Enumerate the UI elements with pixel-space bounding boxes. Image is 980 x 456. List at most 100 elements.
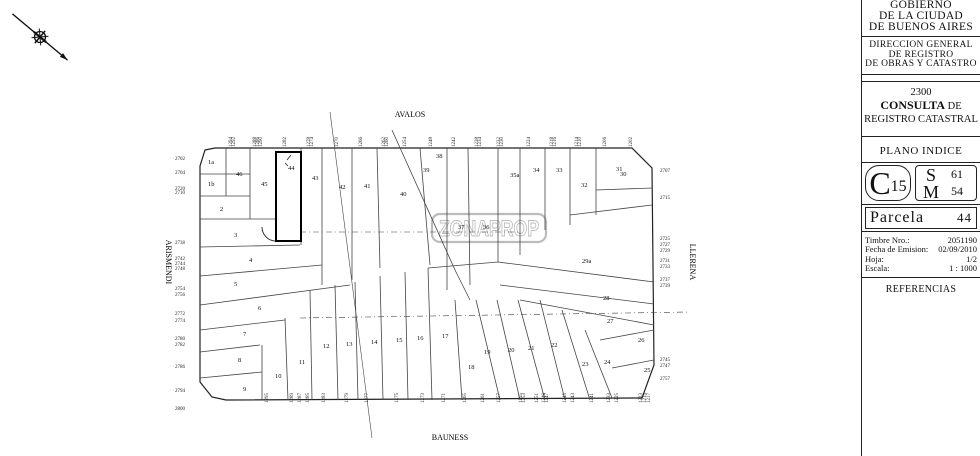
door-number: 1249 <box>542 393 547 404</box>
door-number: 2780 <box>175 337 186 342</box>
door-number: 2733 <box>660 265 671 270</box>
door-number: 1232 <box>497 137 502 148</box>
lot-number-30: 30 <box>620 171 627 178</box>
lot-number-21: 21 <box>528 345 535 352</box>
door-number: 1210 <box>578 137 583 148</box>
lot-number-44: 44 <box>288 165 295 172</box>
door-number: 1282 <box>283 137 288 148</box>
gov-line: DE LA CIUDAD <box>878 10 964 22</box>
door-number: 1285 <box>306 393 311 404</box>
street-bottom: BAUNESS <box>432 433 468 442</box>
lot-number-39: 39 <box>423 167 430 174</box>
door-number: 2727 <box>660 243 671 248</box>
lot-number-25: 25 <box>644 367 651 374</box>
dir-line: DIRECCION GENERAL <box>869 40 973 50</box>
lot-number-32: 32 <box>581 182 588 189</box>
block-outline <box>199 147 655 401</box>
meta-row: Timbre Nro.:2051190 <box>865 234 977 246</box>
door-number: 2737 <box>660 278 671 283</box>
title-block: GOBIERNO DE LA CIUDAD DE BUENOS AIRES DI… <box>861 0 980 456</box>
consulta-de: DE <box>947 100 962 112</box>
watermark: ZONAPROP <box>430 212 548 244</box>
door-number: 1278 <box>307 137 312 148</box>
lot-number-28: 28 <box>603 295 610 302</box>
door-number: 1251 <box>535 393 540 404</box>
lot-number-3: 3 <box>234 232 237 239</box>
door-number: 2738 <box>175 241 186 246</box>
lot-number-14: 14 <box>371 339 378 346</box>
door-number: 1206 <box>603 137 608 148</box>
parcela-label: Parcela <box>870 208 925 226</box>
door-number: 1290 <box>259 137 264 148</box>
door-number: 1271 <box>442 393 447 404</box>
gov-line: DE BUENOS AIRES <box>868 21 974 33</box>
lot-number-13: 13 <box>346 341 353 348</box>
lot-number-24: 24 <box>604 359 611 366</box>
door-number: 1230 <box>500 137 505 148</box>
lot-number-22: 22 <box>551 342 558 349</box>
door-number: 1254 <box>403 137 408 148</box>
lot-number-17: 17 <box>442 333 449 340</box>
door-number: 1255 <box>519 393 524 404</box>
dir-line: DE REGISTRO <box>888 49 954 60</box>
door-number: 2800 <box>175 407 186 412</box>
door-number: 1248 <box>429 137 434 148</box>
lot-number-27: 27 <box>607 318 614 325</box>
lot-number-35a: 35a <box>510 172 520 179</box>
direction-header: DIRECCION GENERAL DE REGISTRO DE OBRAS Y… <box>862 36 980 74</box>
door-number: 1287 <box>298 393 303 404</box>
door-number: 1224 <box>527 137 532 148</box>
lot-number-16: 16 <box>417 335 424 342</box>
lot-number-31: 31 <box>616 166 623 173</box>
door-number: 1292 <box>232 137 237 148</box>
meta-key: Escala: <box>865 263 890 273</box>
parcela-value: 44 <box>957 209 972 225</box>
dir-line: DE OBRAS Y CATASTRO <box>865 59 977 69</box>
door-number: 1262 <box>382 137 387 148</box>
street-right: LLERENA <box>688 244 697 281</box>
lot-number-23: 23 <box>582 361 589 368</box>
parcela-box: Parcela 44 <box>865 206 977 229</box>
door-number: 1242 <box>452 137 457 148</box>
door-number: 2744 <box>175 262 186 267</box>
door-number: 2772 <box>175 312 186 317</box>
door-number: 2742 <box>175 257 186 262</box>
door-number: 1241 <box>590 393 595 404</box>
consulta-block: 2300 CONSULTA DE REGISTRO CATASTRAL PLAN… <box>862 80 980 163</box>
manzana-label: M <box>922 181 939 202</box>
door-number: 1257 <box>497 393 502 404</box>
plano-indice: PLANO INDICE <box>862 135 980 162</box>
door-number: 1247 <box>545 393 550 404</box>
door-number: 1273 <box>421 393 426 404</box>
code: 2300 <box>910 86 932 98</box>
circ-number: 15 <box>890 178 907 195</box>
door-number: 1233 <box>607 393 612 404</box>
door-number: 2754 <box>175 287 186 292</box>
selected-parcel-44 <box>275 151 302 242</box>
door-number: 2707 <box>660 169 671 174</box>
lot-number-45: 45 <box>261 181 268 188</box>
door-number: 1217 <box>647 393 652 404</box>
government-header: GOBIERNO DE LA CIUDAD DE BUENOS AIRES DI… <box>862 0 980 75</box>
lot-number-18: 18 <box>468 364 475 371</box>
door-number: 1238 <box>475 137 480 148</box>
meta-key: Timbre Nro.: <box>865 234 910 245</box>
door-number: 2786 <box>175 365 186 370</box>
lot-number-37: 37 <box>458 224 465 231</box>
lot-number-5: 5 <box>234 281 237 288</box>
street-left: ARISMENDI <box>164 240 173 285</box>
door-number: 2747 <box>660 364 671 369</box>
lot-number-15: 15 <box>396 337 403 344</box>
door-number: 1223 <box>639 393 644 404</box>
door-number: 1202 <box>629 137 634 148</box>
lot-number-10: 10 <box>275 373 282 380</box>
lot-number-41: 41 <box>364 183 371 190</box>
lot-number-36: 36 <box>483 224 490 231</box>
door-number: 1283 <box>322 393 327 404</box>
door-number: 2739 <box>660 284 671 289</box>
consulta-title: CONSULTA <box>880 97 946 112</box>
lot-number-11: 11 <box>299 359 305 366</box>
